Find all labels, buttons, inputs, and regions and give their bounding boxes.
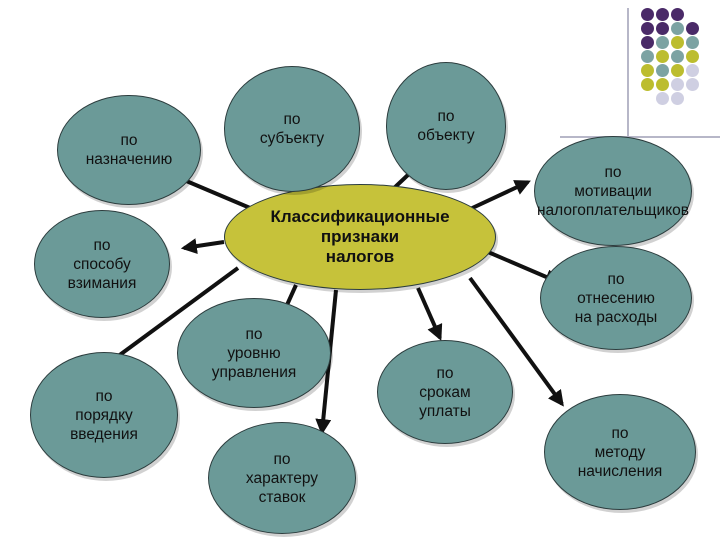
decor-dot (671, 22, 684, 35)
decor-dot (686, 78, 699, 91)
decor-horizontal-line (560, 136, 720, 138)
node-label: по назначению (85, 132, 173, 168)
decor-dot (656, 50, 669, 63)
arrow-to-po-sposobu (180, 238, 225, 255)
decor-dot (671, 50, 684, 63)
node-label: по характеру ставок (245, 450, 319, 506)
decor-dot (656, 8, 669, 21)
node-label: по мотивации налогоплательщиков (536, 163, 690, 219)
node-label: по способу взимания (67, 236, 137, 292)
decor-dot (641, 78, 654, 91)
decor-dot (686, 50, 699, 63)
node-po-subektu: по субъекту (224, 66, 360, 192)
node-po-metodu: по методу начисления (544, 394, 696, 510)
decor-vertical-line (627, 8, 629, 140)
decor-dot (641, 8, 654, 21)
decor-dot (656, 92, 669, 105)
decor-dot (686, 64, 699, 77)
decor-dot (671, 92, 684, 105)
decor-dot (656, 36, 669, 49)
node-po-harakteru: по характеру ставок (208, 422, 356, 534)
decor-dot (641, 50, 654, 63)
decor-dot (671, 8, 684, 21)
decor-dot (656, 78, 669, 91)
central-node: Классификационные признаки налогов (224, 184, 496, 290)
arrow-to-po-motivatsii (467, 180, 531, 212)
decor-dot (686, 22, 699, 35)
node-po-obektu: по объекту (386, 62, 506, 190)
decor-dot (671, 78, 684, 91)
decor-dot (671, 36, 684, 49)
decor-dot (671, 64, 684, 77)
node-po-otneseniyu: по отнесению на расходы (540, 246, 692, 350)
arrow-to-po-metodu (468, 276, 564, 407)
node-label: по субъекту (259, 111, 325, 147)
node-label: по уровню управления (211, 325, 297, 381)
node-label: по объекту (417, 108, 475, 144)
decor-dot (641, 64, 654, 77)
node-label: по методу начисления (577, 424, 663, 480)
node-label: по отнесению на расходы (574, 270, 658, 326)
arrow-to-po-poryadku (99, 266, 240, 370)
node-label: по порядку введения (70, 387, 138, 443)
node-po-sposobu: по способу взимания (34, 210, 170, 318)
node-po-urovnyu: по уровню управления (177, 298, 331, 408)
central-node-label: Классификационные признаки налогов (270, 207, 450, 266)
decor-dot (656, 22, 669, 35)
decor-dot (641, 22, 654, 35)
arrow-to-po-srokam (416, 287, 443, 341)
node-label: по срокам уплаты (419, 364, 471, 420)
decor-dot (656, 64, 669, 77)
node-po-naznacheniyu: по назначению (57, 95, 201, 205)
decor-dot (686, 36, 699, 49)
node-po-srokam: по срокам уплаты (377, 340, 513, 444)
decor-dot (641, 36, 654, 49)
node-po-motivatsii: по мотивации налогоплательщиков (534, 136, 692, 246)
node-po-poryadku: по порядку введения (30, 352, 178, 478)
